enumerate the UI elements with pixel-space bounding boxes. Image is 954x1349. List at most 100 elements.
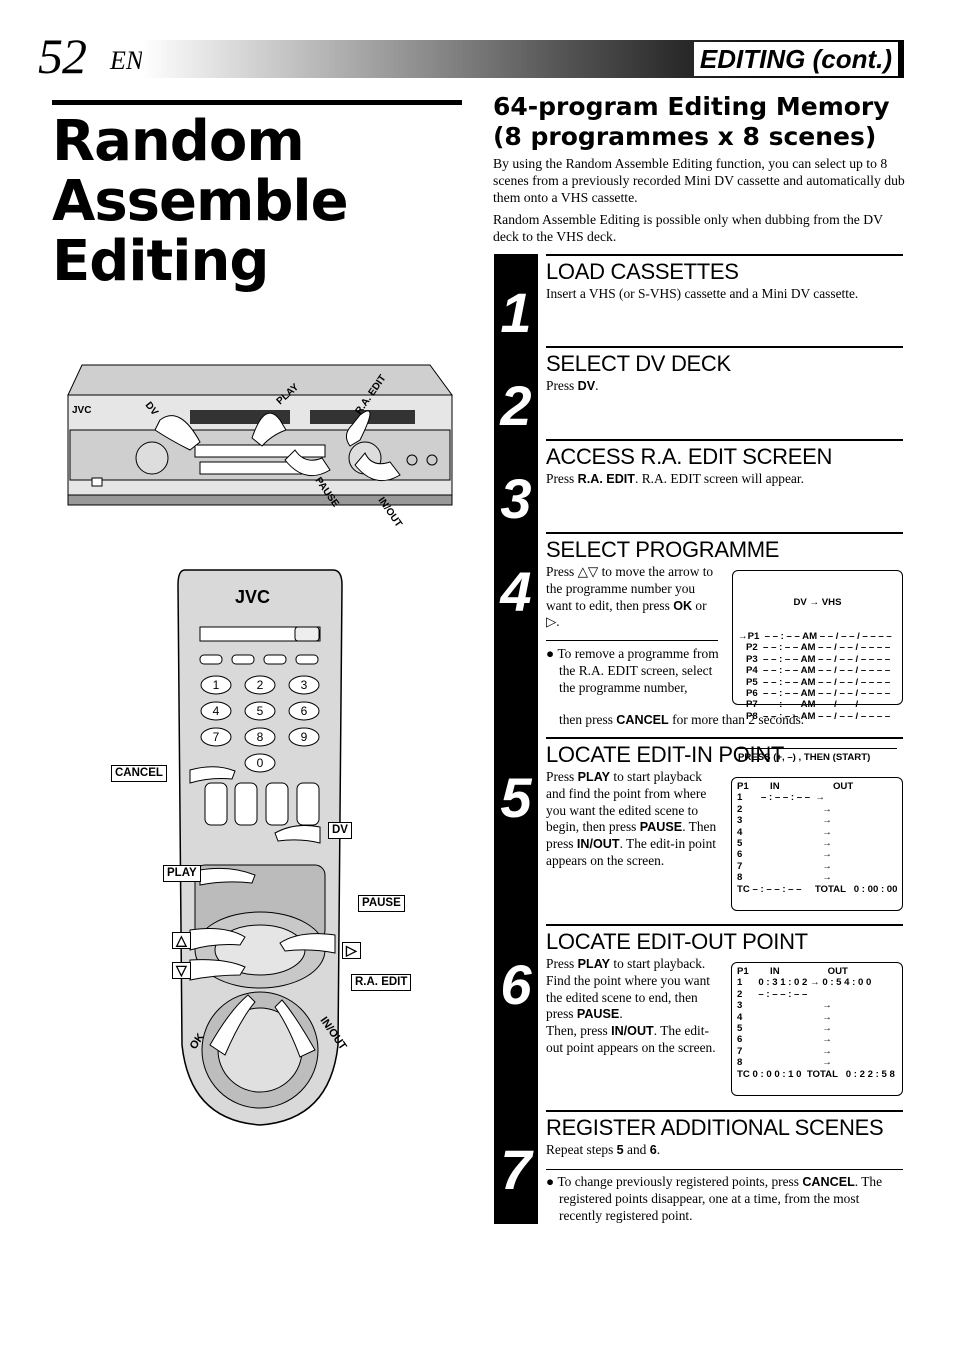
- step-title: REGISTER ADDITIONAL SCENES: [546, 1115, 884, 1140]
- step-number-bar: [494, 254, 538, 1224]
- remote-label-play: PLAY: [163, 865, 201, 882]
- keypad-key: [244, 701, 276, 721]
- page-number: 52: [38, 28, 87, 84]
- step-register-scenes: REGISTER ADDITIONAL SCENES Repeat steps …: [546, 1110, 903, 1159]
- keypad-key: [244, 727, 276, 747]
- step-number: 2: [500, 374, 532, 437]
- page-header: 52 EN EDITING (cont.): [38, 28, 904, 84]
- header-bar: EDITING (cont.): [142, 40, 904, 78]
- programme-row: P3 – – : – – AM – – / – – / – – – –: [738, 653, 891, 665]
- intro-paragraph: By using the Random Assemble Editing fun…: [493, 156, 905, 205]
- step-number: 7: [500, 1138, 532, 1201]
- keypad-key-label: 7: [213, 730, 220, 744]
- intro-paragraph: Random Assemble Editing is possible only…: [493, 212, 883, 244]
- text-run: IN/OUT: [576, 837, 620, 852]
- edit-in-screen: P1 IN OUT 1 – : – – : – – → 2 → 3 → 4 → …: [731, 777, 903, 911]
- step-load-cassettes: LOAD CASSETTES Insert a VHS (or S-VHS) c…: [546, 254, 903, 303]
- text-run: PLAY: [577, 957, 611, 971]
- text-run: PLAY: [577, 770, 611, 784]
- step-locate-edit-out: LOCATE EDIT-OUT POINT Press PLAY to star…: [546, 924, 903, 1057]
- step-text: Press △▽ to move the arrow to the progra…: [546, 564, 714, 630]
- keypad-key: [288, 675, 320, 695]
- step-text: Press DV.: [546, 378, 599, 393]
- remote-label-down: ▽: [172, 962, 191, 979]
- text-run: Press: [546, 769, 578, 784]
- programme-row: P4 – – : – – AM – – / – – / – – – –: [738, 665, 891, 677]
- remote-label-ra-edit: R.A. EDIT: [351, 974, 412, 991]
- page-title: Random Assemble Editing: [52, 109, 349, 294]
- text-run: . The edit-in point appears on the scree…: [546, 836, 717, 868]
- programme-row: P2 – – : – – AM – – / – – / – – – –: [738, 642, 891, 654]
- ra-edit-screen: DV → VHS →P1 – – : – – AM – – / – – / – …: [732, 570, 903, 763]
- step-number: 5: [500, 766, 532, 829]
- step-number: 1: [500, 281, 532, 344]
- section-label: EDITING (cont.): [693, 42, 898, 76]
- keypad-key: [244, 753, 276, 773]
- svg-text:JVC: JVC: [72, 405, 91, 416]
- keypad-key-label: 3: [301, 678, 308, 692]
- text-run: .: [619, 1006, 623, 1022]
- step-number: 3: [500, 467, 532, 530]
- keypad-key-label: 1: [213, 678, 220, 692]
- step-title: SELECT PROGRAMME: [546, 537, 780, 562]
- step-locate-edit-in: LOCATE EDIT-IN POINT Press PLAY to start…: [546, 737, 903, 870]
- step-text: Insert a VHS (or S-VHS) cassette and a M…: [546, 286, 859, 301]
- remote-label-up: △: [172, 932, 191, 949]
- programme-row: →P1 – – : – – AM – – / – – / – – – –: [738, 631, 892, 643]
- step-text: Press R.A. EDIT. R.A. EDIT screen will a…: [546, 471, 804, 486]
- keypad-key: [200, 701, 232, 721]
- text-run: IN/OUT: [611, 1024, 654, 1039]
- step-access-ra-edit: ACCESS R.A. EDIT SCREEN Press R.A. EDIT.…: [546, 439, 903, 488]
- language-code: EN: [110, 46, 144, 75]
- step-title: LOCATE EDIT-OUT POINT: [546, 929, 808, 954]
- keypad-key: [288, 727, 320, 747]
- remote-brand-logo: JVC: [235, 587, 270, 607]
- remote-label-right: ▷: [342, 942, 361, 959]
- keypad-key: [288, 701, 320, 721]
- step-number: 4: [500, 560, 532, 623]
- keypad-key-label: 6: [301, 704, 308, 718]
- text-run: . Then press: [546, 819, 717, 852]
- text-run: Then, press: [546, 1023, 612, 1039]
- text-run: to start playback. Find the point where …: [546, 956, 711, 1022]
- title-rule: [52, 100, 462, 105]
- keypad-key: [200, 675, 232, 695]
- step-text: Press PLAY to start playback. Find the p…: [546, 956, 724, 1057]
- text-run: PAUSE: [576, 1007, 620, 1022]
- divider: [546, 1169, 903, 1170]
- step-title: LOCATE EDIT-IN POINT: [546, 742, 785, 767]
- step-title: LOAD CASSETTES: [546, 259, 739, 284]
- keypad-key: [244, 675, 276, 695]
- divider: [546, 640, 718, 641]
- programme-row: P8 – – : – – AM – – / – – / – – – –: [738, 710, 891, 722]
- step7-note: ● To change previously registered points…: [546, 1174, 883, 1223]
- keypad-key-label: 0: [257, 756, 264, 770]
- section-subtitle: 64-program Editing Memory (8 programmes …: [493, 92, 890, 151]
- step-text: Press PLAY to start playback and find th…: [546, 769, 718, 870]
- remote-label-cancel: CANCEL: [111, 765, 167, 782]
- keypad-key-label: 2: [257, 678, 264, 692]
- screen-header: DV → VHS: [793, 596, 842, 608]
- intro: By using the Random Assemble Editing fun…: [493, 155, 905, 250]
- step-text: Repeat steps 5 and 6.: [546, 1142, 661, 1157]
- text-run: PAUSE: [639, 820, 683, 835]
- programme-row: P7 – – : – – AM – – / – – / – – – –: [738, 699, 891, 711]
- programme-row: P5 – – : – – AM – – / – – / – – – –: [738, 676, 891, 688]
- keypad-key-label: 4: [213, 704, 220, 718]
- keypad-key-label: 8: [257, 730, 264, 744]
- step4-note-cont: then press CANCEL for more than 2 second…: [559, 712, 805, 727]
- programme-row: P6 – – : – – AM – – / – – / – – – –: [738, 688, 891, 700]
- text-run: . The edit-out point appears on the scre…: [546, 1023, 716, 1055]
- remote-keypad: 1 2 3 4 5 6 7 8 9 0: [200, 675, 320, 773]
- keypad-key-label: 9: [301, 730, 308, 744]
- text-run: to start playback and find the point fro…: [546, 769, 707, 835]
- remote-label-pause: PAUSE: [358, 895, 405, 912]
- keypad-key: [200, 727, 232, 747]
- deck-illustration: JVC DV PLAY R.A. EDIT PAUSE IN/OUT: [67, 364, 453, 529]
- text-run: Press: [546, 956, 578, 971]
- keypad-key-label: 5: [257, 704, 264, 718]
- step-select-dv-deck: SELECT DV DECK Press DV.: [546, 346, 903, 395]
- screen-footer: PRESS (+, –) , THEN (START): [738, 748, 897, 763]
- step-number: 6: [500, 953, 532, 1016]
